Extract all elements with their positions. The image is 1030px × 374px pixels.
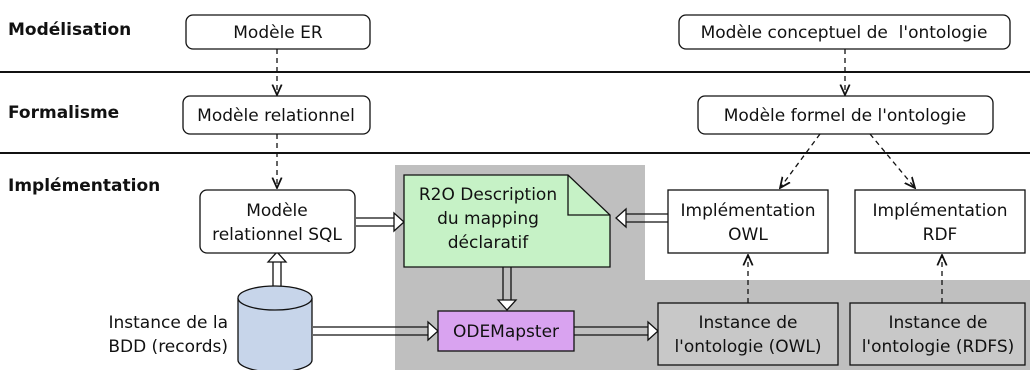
node-impl-owl [667, 189, 829, 254]
node-modele-er [185, 14, 371, 50]
hollow-arrowhead-owl-to-r2o [615, 207, 627, 229]
node-modele-conceptuel [678, 14, 1011, 50]
node-odemapster-label: ODEMapster [453, 322, 559, 342]
hollow-arrowhead-sql-to-r2o [393, 211, 405, 233]
node-impl-rdf-label-line2: RDF [923, 225, 958, 245]
node-impl-rdf-label-line1: Implémentation [873, 201, 1008, 221]
arrow-formel-to-rdf [869, 133, 915, 188]
layer-label-modelisation: Modélisation [8, 20, 132, 40]
node-r2o-label-line2: du mapping [437, 209, 539, 229]
node-sql-label-line1: Modèle [246, 201, 308, 221]
node-instance-rdfs-label-line2: l'ontologie (RDFS) [862, 337, 1015, 357]
node-instance-owl-label-line1: Instance de [699, 313, 798, 333]
node-instance-owl [657, 302, 839, 366]
node-impl-rdf [854, 189, 1026, 254]
node-odemapster [437, 310, 575, 352]
instance-bdd-label-line1: Instance de la [108, 313, 228, 333]
node-modele-formel [697, 95, 994, 135]
node-r2o-document [403, 174, 611, 268]
hollow-arrowhead-odemapster-to-instance-owl [647, 320, 659, 342]
database-cylinder-top [237, 285, 313, 311]
node-instance-rdfs [849, 302, 1026, 366]
node-modele-relationnel-sql [199, 189, 356, 254]
arrow-formel-to-owl [780, 133, 821, 188]
node-modele-er-label: Modèle ER [233, 23, 323, 43]
layer-label-implementation: Implémentation [8, 176, 161, 196]
hollow-arrowhead-db-to-sql [266, 251, 288, 263]
node-instance-owl-label-line2: l'ontologie (OWL) [674, 337, 821, 357]
instance-bdd-label-line2: BDD (records) [108, 337, 228, 357]
node-modele-formel-label: Modèle formel de l'ontologie [724, 106, 967, 126]
node-modele-relationnel [182, 95, 371, 135]
layer-label-formalisme: Formalisme [8, 103, 120, 123]
node-impl-owl-label-line1: Implémentation [681, 201, 816, 221]
node-r2o-label-line1: R2O Description [419, 185, 557, 205]
hollow-arrowhead-db-to-odemapster [427, 320, 439, 342]
node-sql-label-line2: relationnel SQL [212, 225, 342, 245]
node-modele-conceptuel-label: Modèle conceptuel de l'ontologie [701, 23, 988, 43]
node-instance-rdfs-label-line1: Instance de [889, 313, 988, 333]
node-r2o-label-line3: déclaratif [448, 233, 530, 253]
r2o-fold [567, 175, 610, 216]
hollow-arrowhead-r2o-to-odemapster [496, 299, 518, 311]
node-impl-owl-label-line2: OWL [728, 225, 768, 245]
node-modele-relationnel-label: Modèle relationnel [197, 106, 355, 126]
